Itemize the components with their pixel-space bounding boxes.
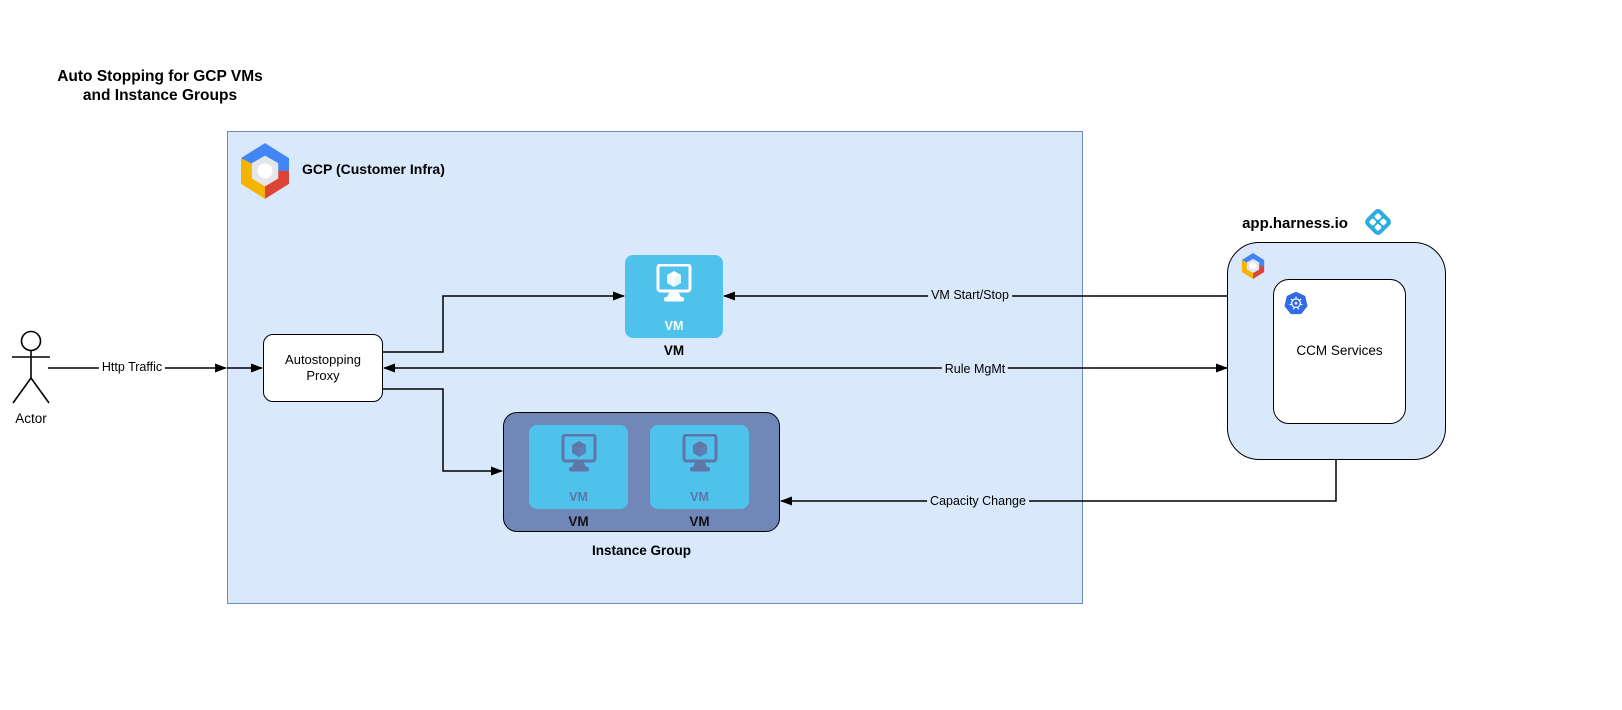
http-traffic-edge-label: Http Traffic <box>98 360 166 374</box>
instance-group-vm-node: VM <box>529 425 628 509</box>
harness-logo-icon <box>1365 209 1391 235</box>
ccm-services-node: CCM Services <box>1273 279 1406 424</box>
kubernetes-icon <box>1284 291 1308 315</box>
capacity-change-edge-label: Capacity Change <box>927 494 1029 508</box>
instance-group-vm-node: VM <box>650 425 749 509</box>
autostopping-proxy-node: Autostopping Proxy <box>263 334 383 402</box>
instance-group-vm-icon-text: VM <box>690 490 709 504</box>
diagram-title: Auto Stopping for GCP VMs and Instance G… <box>57 68 263 104</box>
vm-monitor-icon <box>682 434 717 473</box>
actor-figure-icon <box>12 330 50 404</box>
harness-container: CCM Services <box>1227 242 1446 460</box>
harness-domain-label: app.harness.io <box>1242 215 1348 232</box>
vm-node: VM <box>625 255 723 338</box>
vm-node-icon-text: VM <box>664 319 684 333</box>
rule-mgmt-edge-label: Rule MgMt <box>941 362 1009 376</box>
vm-start-stop-edge-label: VM Start/Stop <box>928 288 1012 302</box>
instance-group-vm-label: VM <box>689 514 710 529</box>
vm-monitor-icon <box>561 434 596 473</box>
ccm-services-label: CCM Services <box>1296 343 1383 358</box>
vm-node-label: VM <box>663 343 685 358</box>
gcp-container-label: GCP (Customer Infra) <box>302 161 445 177</box>
actor-label: Actor <box>15 411 47 426</box>
instance-group-container: VM VM VM VM <box>503 412 780 532</box>
instance-group-vm-label: VM <box>568 514 589 529</box>
instance-group-vm-icon-text: VM <box>569 490 588 504</box>
gcp-logo-icon <box>241 143 289 199</box>
instance-group-label: Instance Group <box>591 543 691 558</box>
vm-monitor-icon <box>656 264 692 303</box>
gcp-logo-icon <box>1241 253 1265 279</box>
